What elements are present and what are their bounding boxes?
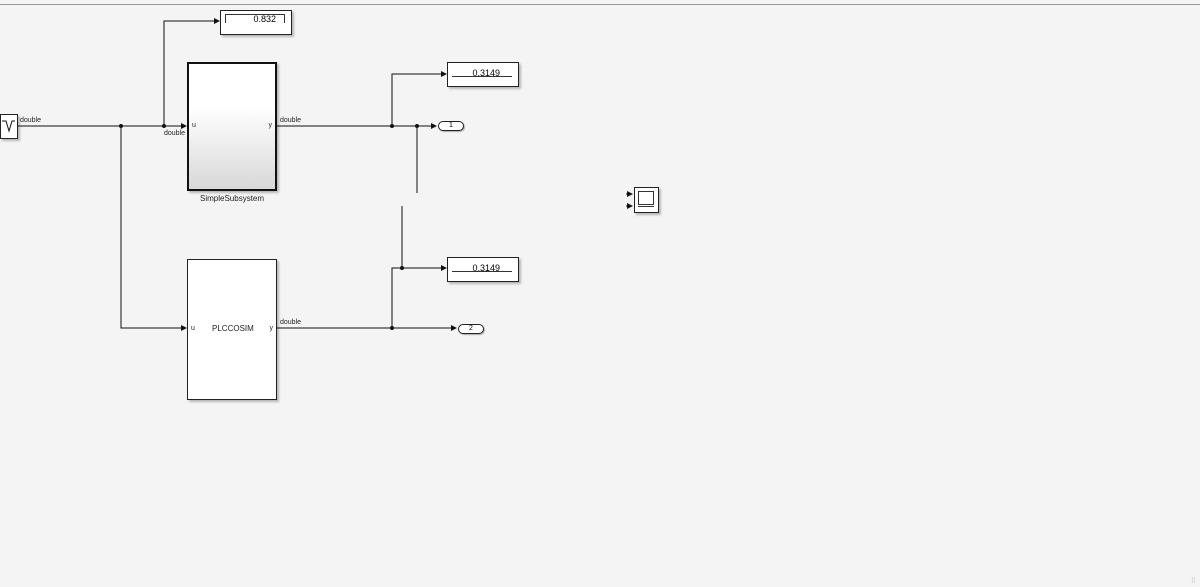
plc-out-port: y [269,325,274,332]
subsystem-in-signal-label: double [164,130,186,137]
scope-block[interactable] [634,187,659,213]
display-value: 0.3149 [452,69,512,78]
plccosim-block[interactable]: u PLCCOSIM y [187,259,277,400]
junction-dot [119,124,123,128]
plc-in-port: u [191,325,195,332]
display-block-lower-right[interactable]: 0.3149 [447,257,519,282]
signal-generator-icon [2,120,15,133]
scope-icon [638,191,654,205]
junction-dot [162,124,166,128]
junction-dot [415,124,419,128]
subsystem-name: SimpleSubsystem [200,194,265,203]
subsystem-out-signal-label: double [280,117,302,124]
signal-line-top-display [163,18,220,126]
subsystem-in-port: u [192,122,196,129]
signal-line-lower-display [391,265,447,328]
source-signal-label: double [20,117,42,124]
junction-dot [390,124,394,128]
display-block-top[interactable]: 0.832 [220,10,292,35]
display-value: 0.3149 [452,264,512,273]
subsystem-out-port: y [268,122,273,129]
display-block-upper-right[interactable]: 0.3149 [447,62,519,87]
display-value: 0.832 [225,14,285,24]
plc-name: PLCCOSIM [212,324,254,333]
toolbar-divider [0,4,1200,5]
junction-dot [390,326,394,330]
outport-1[interactable]: 1 [438,121,464,131]
outport-2[interactable]: 2 [458,324,484,334]
junction-dot [400,266,404,270]
signal-generator-block[interactable] [0,114,18,139]
plc-out-signal-label: double [280,319,302,326]
scope-baseline [638,206,654,207]
resize-grip-icon[interactable]: ⠿ [1190,578,1196,585]
signal-line-upper-display [391,71,447,126]
signal-line-plc-in [120,126,187,331]
simple-subsystem-block[interactable]: u y [187,62,277,191]
